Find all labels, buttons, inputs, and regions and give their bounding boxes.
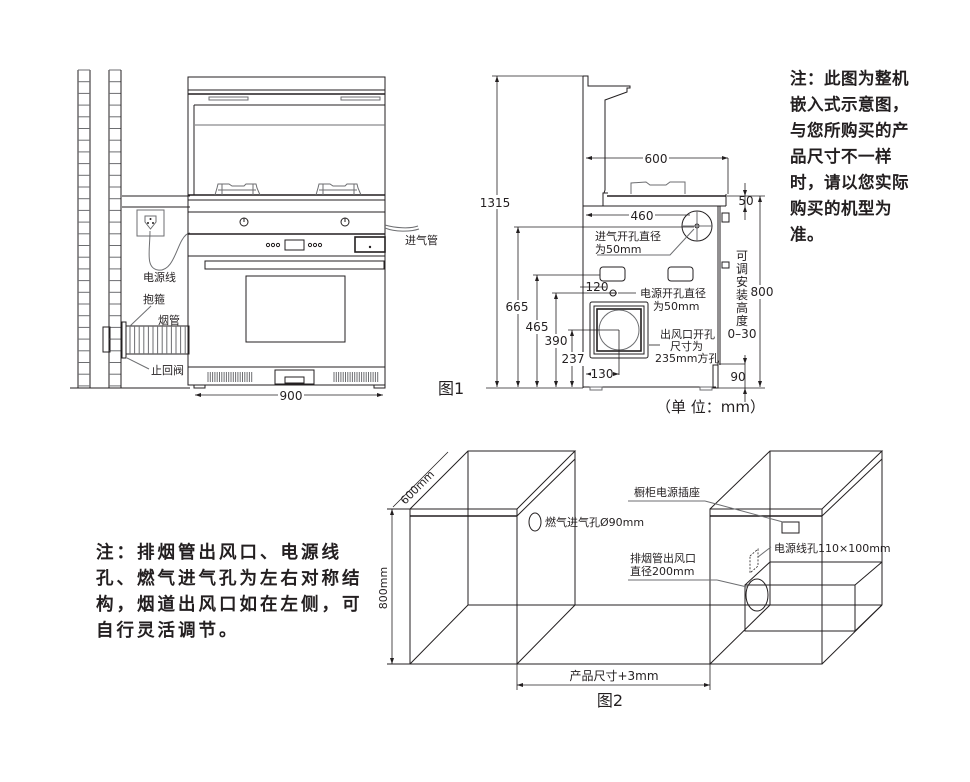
opening-left [599,266,626,282]
opening-right [667,266,694,282]
dim-465: 465 [526,320,549,334]
dim-line-600mm [392,451,449,508]
label-power-hole-2: 为50mm [653,300,699,313]
label-check-valve: 止回阀 [151,363,184,377]
dim-50: 50 [738,194,753,208]
dim-90: 90 [730,370,745,384]
dim-130: 130 [591,367,614,381]
hood-vent-right [340,96,381,101]
figure1-caption: 图1 [438,379,464,398]
drawer-button[interactable] [354,236,386,253]
note-figure2: 注：排烟管出风口、电源线孔、燃气进气孔为左右对称结构，烟道出风口如在左侧，可自行… [96,543,363,641]
label-clamp: 抱箍 [143,292,165,306]
dim-gap-width: 产品尺寸+3mm [569,669,658,683]
check-valve-leader [126,357,150,370]
check-valve-flange [121,321,127,359]
hood-profile [583,75,631,194]
dim-800: 800 [751,285,774,299]
power-cord [148,230,191,271]
label-gas-hole-1: 进气开孔直径 [595,229,661,243]
burner-right [315,183,362,196]
dim-665: 665 [506,300,529,314]
socket-icon [144,215,157,230]
svg-text:可: 可 [736,249,748,263]
svg-text:高: 高 [736,300,748,315]
dim-390: 390 [545,334,568,348]
dim-800mm: 800mm [377,567,390,609]
fig2-cabinet: 600mm 800mm 产品尺寸+3mm 图2 燃气进气孔Ø90mm 橱柜电源插… [377,450,891,710]
label-outlet-3: 235mm方孔 [655,351,719,365]
label-exhaust-outlet-1: 排烟管出风口 [630,551,696,565]
note-figure1: 注：此图为整机嵌入式示意图，与您所购买的产品尺寸不一样时，请以您实际购买的机型为… [790,69,909,244]
label-gas-inlet-hole: 燃气进气孔Ø90mm [545,515,644,529]
dim-width-900: 900 [280,389,303,403]
gas-inlet-hole [528,512,542,532]
label-adjustable-height: 可 调 安 装 高 度 0–30 [728,249,757,341]
fig1-side-view: 1315 600 460 50 800 90 665 465 390 237 1… [476,75,774,416]
control-panel [265,236,386,253]
oven-window [245,275,346,343]
label-power-cord-hole: 电源线孔110×100mm [774,541,891,555]
label-exhaust-outlet-2: 直径200mm [630,564,694,578]
display-screen [284,239,305,251]
unit-label: （单 位：mm） [656,398,765,416]
left-cabinet [409,450,577,665]
figure2-caption: 图2 [597,691,623,710]
label-smoke-pipe: 烟管 [158,313,180,327]
label-power-hole-1: 电源开孔直径 [640,286,706,300]
wall-socket [136,209,165,237]
dim-600: 600 [645,152,668,166]
dim-237: 237 [562,352,585,366]
label-gas-hole-2: 为50mm [595,243,641,256]
label-gas-inlet-pipe: 进气管 [405,233,438,247]
burner-side [630,181,686,194]
label-outlet-1: 出风口开孔 [660,327,715,341]
svg-text:安: 安 [736,274,748,289]
clamp-leader [129,305,152,327]
fig1-front-view: 电源线 抱箍 烟管 止回阀 进气管 900 图1 [70,69,464,403]
svg-text:装: 装 [736,288,748,302]
hood-vent-left [208,96,249,101]
power-cord-hole [749,548,759,574]
svg-text:调: 调 [736,262,748,276]
right-cabinet [709,450,884,665]
brick-wall [77,69,122,388]
bottom-drawer [274,369,315,385]
oven-handle[interactable] [204,260,385,270]
wall-flange [102,326,111,353]
appliance-body [187,76,386,386]
cabinet-socket-icon [781,521,800,534]
dim-120: 120 [586,280,609,294]
adjust-bracket-mid [721,261,730,269]
label-cabinet-socket: 橱柜电源插座 [634,485,700,499]
label-power-cord: 电源线 [143,270,176,284]
adjust-bracket-top [721,212,730,223]
dim-1315: 1315 [480,196,511,210]
burner-left [214,183,261,196]
exhaust-outlet-hole [745,578,769,612]
svg-text:度: 度 [736,313,748,328]
dim-460: 460 [631,209,654,223]
svg-text:0–30: 0–30 [728,327,757,341]
label-outlet-2: 尺寸为 [670,339,703,353]
